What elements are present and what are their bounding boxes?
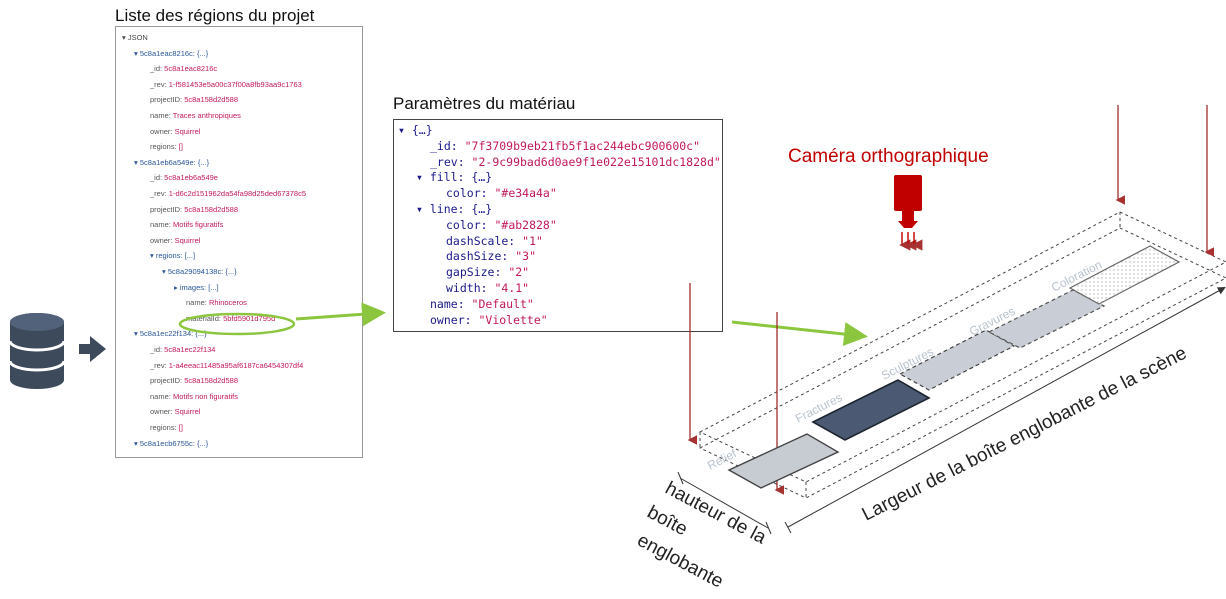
tree-node-row[interactable]: ▾ 5c8a29094138c: {...} <box>162 267 237 276</box>
region-gravures <box>987 289 1106 349</box>
tree-leaf-row: name: Motifs non figuratifs <box>150 391 238 401</box>
region-relief <box>727 433 840 489</box>
orthographic-camera-icon <box>894 175 923 251</box>
material-id-highlight <box>178 312 296 336</box>
project-regions-title: Liste des régions du projet <box>115 6 315 25</box>
region-sculptures <box>898 329 1016 391</box>
tree-leaf-row: projectID: 5c8a158d2d588 <box>150 376 238 386</box>
tree-leaf-row: owner: Squirrel <box>150 407 201 417</box>
green-arrow-to-scene <box>731 320 868 347</box>
tree-leaf-row: _rev: 1-d6c2d151962da54fa98d25ded67378c5 <box>150 189 306 198</box>
material-json-row: dashScale: "1" <box>446 233 543 248</box>
tree-node-row[interactable]: ▾ JSON <box>122 33 148 42</box>
material-json-panel: ▾ {…}_id: "7f3709b9eb21fb5f1ac244ebc9006… <box>393 119 723 332</box>
tree-leaf-row: _id: 5c8a1eb6a549e <box>150 173 218 183</box>
tree-leaf-row: name: Motifs figuratifs <box>150 220 224 230</box>
tree-leaf-row: materialId: 5bfd5901d795d <box>186 313 276 323</box>
material-json-row: gapSize: "2" <box>446 265 530 280</box>
database-icon <box>8 313 66 389</box>
material-json-row: owner: "Violette" <box>430 312 548 327</box>
tree-leaf-row: owner: Squirrel <box>150 235 201 245</box>
material-json-row: color: "#ab2828" <box>446 217 557 232</box>
arrow-right-icon <box>79 336 106 362</box>
material-json-row: _id: "7f3709b9eb21fb5f1ac244ebc900600c" <box>430 138 701 153</box>
tree-leaf-row: owner: Squirrel <box>150 126 201 136</box>
regions-json-tree: ▾ JSON ▾ 5c8a1eac8216c: {...} _id: 5c8a1ea… <box>115 26 363 458</box>
width-dimension <box>784 287 1226 534</box>
height-dimension <box>677 471 772 535</box>
tree-node-row[interactable]: ▾ 5c8a1eac8216c: {...} <box>134 48 209 58</box>
material-json-row: ▾ {…} <box>398 123 433 137</box>
tree-leaf-row: projectID: 5c8a158d2d588 <box>150 95 238 105</box>
region-fractures <box>811 379 931 441</box>
tree-leaf-row: name: Rhinoceros <box>186 298 247 308</box>
material-json-row: ▾ fill: {…} <box>416 170 493 185</box>
tree-leaf-row: name: Traces anthropiques <box>150 111 241 120</box>
material-json-row: dashSize: "3" <box>446 249 537 264</box>
tree-node-row[interactable]: ▾ 5c8a1ecb6755c: {...} <box>134 438 209 448</box>
green-arrow-to-material <box>295 302 386 327</box>
tree-leaf-row: projectID: 5c8a158d2d588 <box>150 204 238 214</box>
tree-node-row[interactable]: ▾ 5c8a1eb6a549e: {...} <box>134 157 210 167</box>
material-params-title: Paramètres du matériau <box>393 94 576 113</box>
tree-leaf-row: _id: 5c8a1eac8216c <box>150 64 218 74</box>
material-json-row: width: "4.1" <box>446 281 530 295</box>
tree-leaf-row: _rev: 1-f581453e5a00c37f00a8fb93aa9c1763 <box>150 79 302 89</box>
material-json-row: name: "Default" <box>430 296 534 311</box>
tree-node-row[interactable]: ▾ 5c8a1ec22f134: {...} <box>134 329 207 339</box>
material-json-row: _rev: "2-9c99bad6d0ae9f1e022e15101dc1828… <box>430 154 721 169</box>
tree-node-row[interactable]: ▸ images: [...] <box>174 282 219 292</box>
region-coloration <box>1068 245 1181 305</box>
material-json-row: ▾ line: {…} <box>416 202 493 216</box>
tree-leaf-row: regions: [] <box>150 423 183 432</box>
tree-leaf-row: _id: 5c8a1ec22f134 <box>150 345 216 354</box>
tree-leaf-row: regions: [] <box>150 142 183 152</box>
tree-leaf-row: _rev: 1-a4eeac11485a95af6187ca6454307df4 <box>150 360 304 370</box>
camera-label: Caméra orthographique <box>788 146 989 167</box>
material-json-row: color: "#e34a4a" <box>446 186 557 201</box>
tree-node-row[interactable]: ▾ regions: [...] <box>150 251 196 261</box>
